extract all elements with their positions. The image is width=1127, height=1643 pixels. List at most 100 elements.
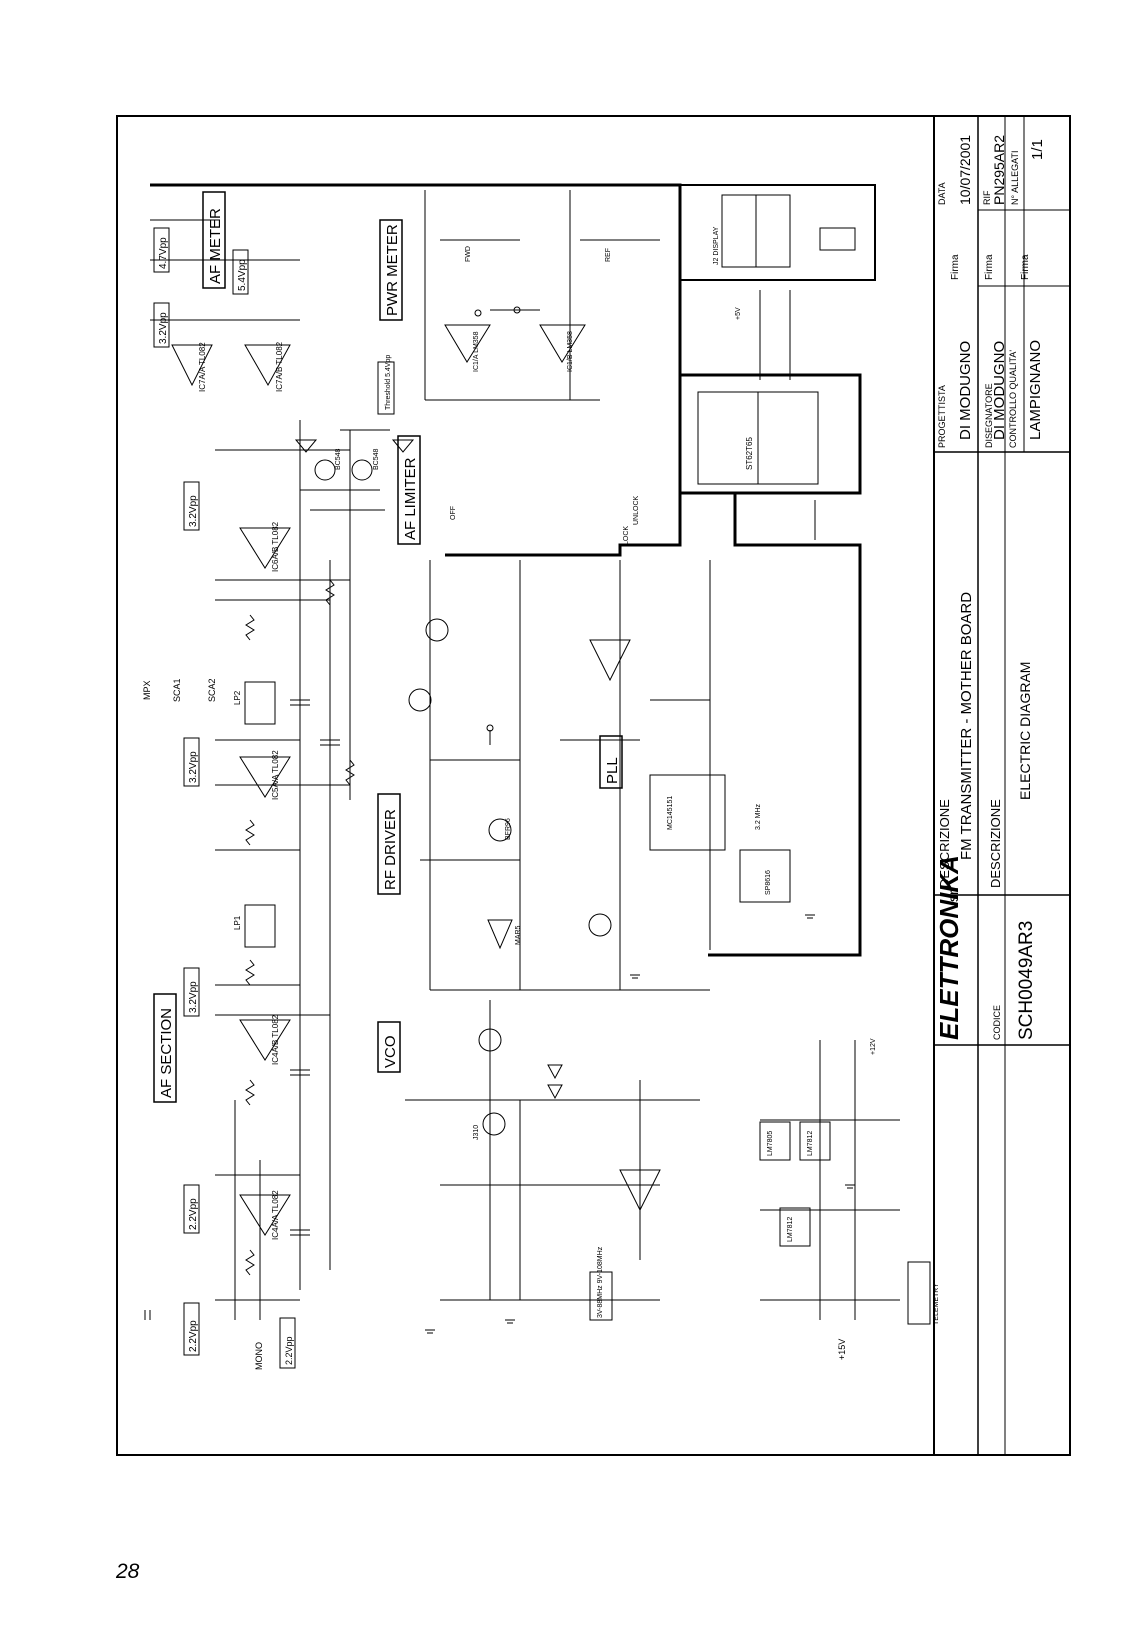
- opamp-pll: [589, 639, 631, 682]
- lock-label: LOCK: [623, 526, 630, 545]
- reg-7812-a-label: LM7812: [807, 1131, 814, 1156]
- telemetry-connector: [907, 1261, 931, 1325]
- ic-af2-label: IC4A/B TL082: [271, 1014, 280, 1065]
- tr-lim1-symbol: [314, 459, 336, 481]
- vpp-mono-out: 2.2Vpp: [284, 1336, 294, 1365]
- title-block: ELETTRONIKA srl CODICE SCH0049AR3 DESCRI…: [933, 116, 1070, 1455]
- opamp-af4: [239, 527, 291, 569]
- rf-tr-label: BFR96: [505, 818, 512, 840]
- descrizione-1: FM TRANSMITTER - MOTHER BOARD: [958, 592, 975, 860]
- vpp-meter3: 4.7Vpp: [158, 237, 169, 269]
- uc-labels: J2 DISPLAY ST62T65 LOCK UNLOCK OFF: [450, 226, 754, 545]
- allegati-label: N° ALLEGATI: [1010, 151, 1020, 205]
- rf-tr4-symbol: [588, 913, 612, 937]
- ic-af3-label: IC5A/A TL082: [271, 750, 280, 800]
- rf-tr2-symbol: [408, 688, 432, 712]
- opamp-af2: [239, 1019, 291, 1061]
- lpf2-label: LP2: [233, 690, 242, 705]
- reg-7812-a: [799, 1121, 831, 1161]
- firma-3: Firma: [1020, 254, 1031, 280]
- reg-7812-b: [779, 1207, 811, 1247]
- opamp-pwr2: [539, 324, 586, 363]
- ground-symbols: [144, 914, 855, 1334]
- opamp-af3: [239, 756, 291, 798]
- ic-meter2-label: IC7A/B TL082: [275, 341, 284, 392]
- vpp-af2: 3.2Vpp: [188, 981, 199, 1013]
- vpp-mono-input: 2.2Vpp: [188, 1320, 199, 1352]
- ic-af1-label: IC4A/A TL082: [271, 1190, 280, 1240]
- rf-pll-circuit: [408, 560, 791, 991]
- section-titles: AF SECTION AF METER PWR METER AF LIMITER…: [153, 191, 623, 1103]
- disegnatore-label: DISEGNATORE: [984, 383, 994, 448]
- opamp-pwr1: [444, 324, 491, 363]
- disegnatore-value: DI MODUGNO: [991, 341, 1008, 440]
- vco-fet-label: J310: [473, 1125, 480, 1140]
- ic-pwr2-label: IC1/B LM358: [567, 331, 574, 372]
- opamp-vco: [619, 1169, 661, 1212]
- pwr-meter-circuit: [424, 190, 660, 401]
- mono-input-label: MONO: [254, 1342, 264, 1370]
- af-inputs: MONO MPX SCA1 SCA2 2.2Vpp: [142, 678, 296, 1370]
- codice-label: CODICE: [992, 1005, 1002, 1040]
- brand-logo-text: ELETTRONIKA: [934, 855, 964, 1040]
- vco-fet2-symbol: [482, 1112, 506, 1136]
- rf-amp-label: MAR5: [515, 925, 522, 945]
- progettista-value: DI MODUGNO: [957, 341, 974, 440]
- ic-pwr1-label: IC1/A LM358: [473, 331, 480, 372]
- controllo-label: CONTROLLO QUALITA': [1008, 350, 1018, 448]
- vpp-meter1: 3.2Vpp: [158, 312, 169, 344]
- prescaler-label: SP8616: [765, 870, 772, 895]
- af-limiter-labels: BC548 BC548: [335, 448, 380, 470]
- tr-lim2-symbol: [351, 459, 373, 481]
- brand-suffix: srl: [945, 887, 961, 902]
- opamp-meter1: [171, 344, 213, 387]
- board-borders: [150, 183, 876, 957]
- uc-circuit: [697, 194, 856, 540]
- tr-lim2-label: BC548: [373, 448, 380, 470]
- allegati-value: 1/1: [1029, 139, 1046, 160]
- off-label: OFF: [450, 506, 457, 520]
- opamp-meter2: [244, 344, 291, 387]
- firma-2: Firma: [984, 254, 995, 280]
- descrizione-label-2: DESCRIZIONE: [988, 799, 1003, 888]
- descrizione-label-1: DESCRIZIONE: [937, 799, 952, 888]
- firma-1: Firma: [950, 254, 961, 280]
- pwr-meter-labels: IC1/A LM358 IC1/B LM358 FWD REF: [465, 246, 612, 372]
- reg-7812-b-label: LM7812: [787, 1217, 794, 1242]
- power-supply-circuit: [759, 1040, 931, 1325]
- unlock-label: UNLOCK: [633, 495, 640, 525]
- reg-7805-label: LM7805: [767, 1131, 774, 1156]
- ref-label: REF: [605, 248, 612, 262]
- uc-label: ST62T65: [745, 437, 754, 470]
- page-number: 28: [116, 1560, 140, 1583]
- tr-lim1-label: BC548: [335, 448, 342, 470]
- progettista-label: PROGETTISTA: [937, 385, 947, 448]
- rf-tr1-symbol: [425, 618, 449, 642]
- supply-5-label: +5V: [735, 307, 742, 320]
- power-supply-labels: LM7805 LM7812 LM7812 +15V TELEMETRY +12V…: [735, 307, 940, 1360]
- vpp-meter2: 5.4Vpp: [237, 259, 248, 291]
- lpf2-block: [244, 681, 276, 725]
- descrizione-2: ELECTRIC DIAGRAM: [1017, 662, 1033, 800]
- pll-chip-label: MC145151: [667, 796, 674, 830]
- threshold-label: Threshold 5.4Vpp: [385, 355, 392, 410]
- ic-af4-label: IC6A/B TL082: [271, 521, 280, 572]
- vpp-af1: 2.2Vpp: [188, 1198, 199, 1230]
- codice-value: SCH0049AR3: [1016, 921, 1037, 1040]
- rf-tr3-symbol: [488, 818, 512, 842]
- power-in-label: +15V: [837, 1339, 847, 1360]
- af-meter-title: AF METER: [207, 208, 224, 284]
- pwr-meter-title: PWR METER: [384, 224, 401, 316]
- sca2-input-label: SCA2: [207, 678, 217, 702]
- prescaler-chip: [739, 849, 791, 903]
- af-section-labels: IC4A/A TL082 IC4A/B TL082 IC5A/A TL082 I…: [198, 341, 284, 1240]
- controllo-value: LAMPIGNANO: [1027, 340, 1044, 440]
- rf-driver-title: RF DRIVER: [382, 809, 399, 890]
- reg-7805: [759, 1121, 791, 1161]
- opamp-af1: [239, 1194, 291, 1236]
- af-section-circuit: [150, 219, 355, 1320]
- xtal-label: 3.2 MHz: [755, 803, 762, 830]
- vpp-af4: 3.2Vpp: [188, 495, 199, 527]
- data-label: DATA: [937, 182, 947, 205]
